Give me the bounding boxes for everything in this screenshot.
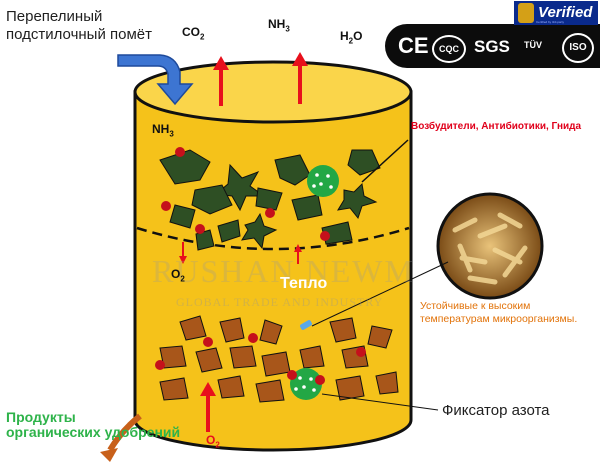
gas-nh3: NH3 <box>268 17 290 34</box>
pathogens-leader <box>361 139 409 183</box>
nh3-inside-label: NH3 <box>152 122 174 139</box>
input-label-line2: подстилочный помёт <box>6 26 152 43</box>
fixator-leader <box>321 393 439 411</box>
product-label-line2: органических удобрений <box>6 424 181 440</box>
microbe-red-top <box>161 147 330 241</box>
pathogen-chunks <box>159 149 381 251</box>
product-arrow <box>100 413 142 462</box>
verified-label: Verified <box>538 4 593 21</box>
heat-label: Тепло <box>280 275 328 292</box>
cert-tuv: TÜV <box>524 40 542 50</box>
pathogens-label: Возбудители, Антибиотики, Гнида <box>411 121 582 132</box>
cert-sgs: SGS <box>474 37 510 56</box>
input-label: Перепелиный подстилочный помёт <box>6 8 152 44</box>
cert-cqc: CQC <box>432 35 466 63</box>
watermark: RUSHAN NEWM <box>152 253 415 289</box>
gas-arrow-co2 <box>213 56 229 106</box>
input-label-line1: Перепелиный <box>6 8 103 25</box>
gas-h2o: H2O <box>340 29 363 46</box>
microbe-red-bottom <box>155 333 366 370</box>
microorganism-leader <box>311 261 449 327</box>
product-label-line1: Продукты <box>6 409 76 425</box>
heat-stable-label: Устойчивые к высоким температурам микроо… <box>420 300 578 325</box>
o2-inner-arrow <box>179 242 187 264</box>
o2-bottom-label: O2 <box>206 433 220 450</box>
gas-arrow-nh3 <box>292 52 308 104</box>
verified-emblem-icon <box>518 3 534 23</box>
microorganism-zoom <box>436 192 544 300</box>
fixator-cell-top <box>307 165 339 197</box>
cert-ce: CE <box>398 33 429 58</box>
product-label: Продукты органических удобрений <box>6 410 180 440</box>
o2-inner-label: O2 <box>171 267 185 284</box>
microorganism-marker <box>300 320 312 330</box>
heat-arrow <box>294 244 302 264</box>
verified-fine-print: Certified by 3rd-party <box>536 20 565 24</box>
gas-co2: CO2 <box>182 25 205 42</box>
watermark-sub: GLOBAL TRADE AND INDUSTRY <box>176 295 384 309</box>
tank-top <box>133 60 413 124</box>
fixator-cell-bottom <box>287 368 325 400</box>
layer-separator <box>136 226 410 251</box>
input-arrow <box>117 54 194 106</box>
o2-bottom-arrow <box>200 382 216 432</box>
cert-iso: ISO <box>562 33 594 63</box>
nitrogen-fixator-label: Фиксатор азота <box>442 402 550 419</box>
